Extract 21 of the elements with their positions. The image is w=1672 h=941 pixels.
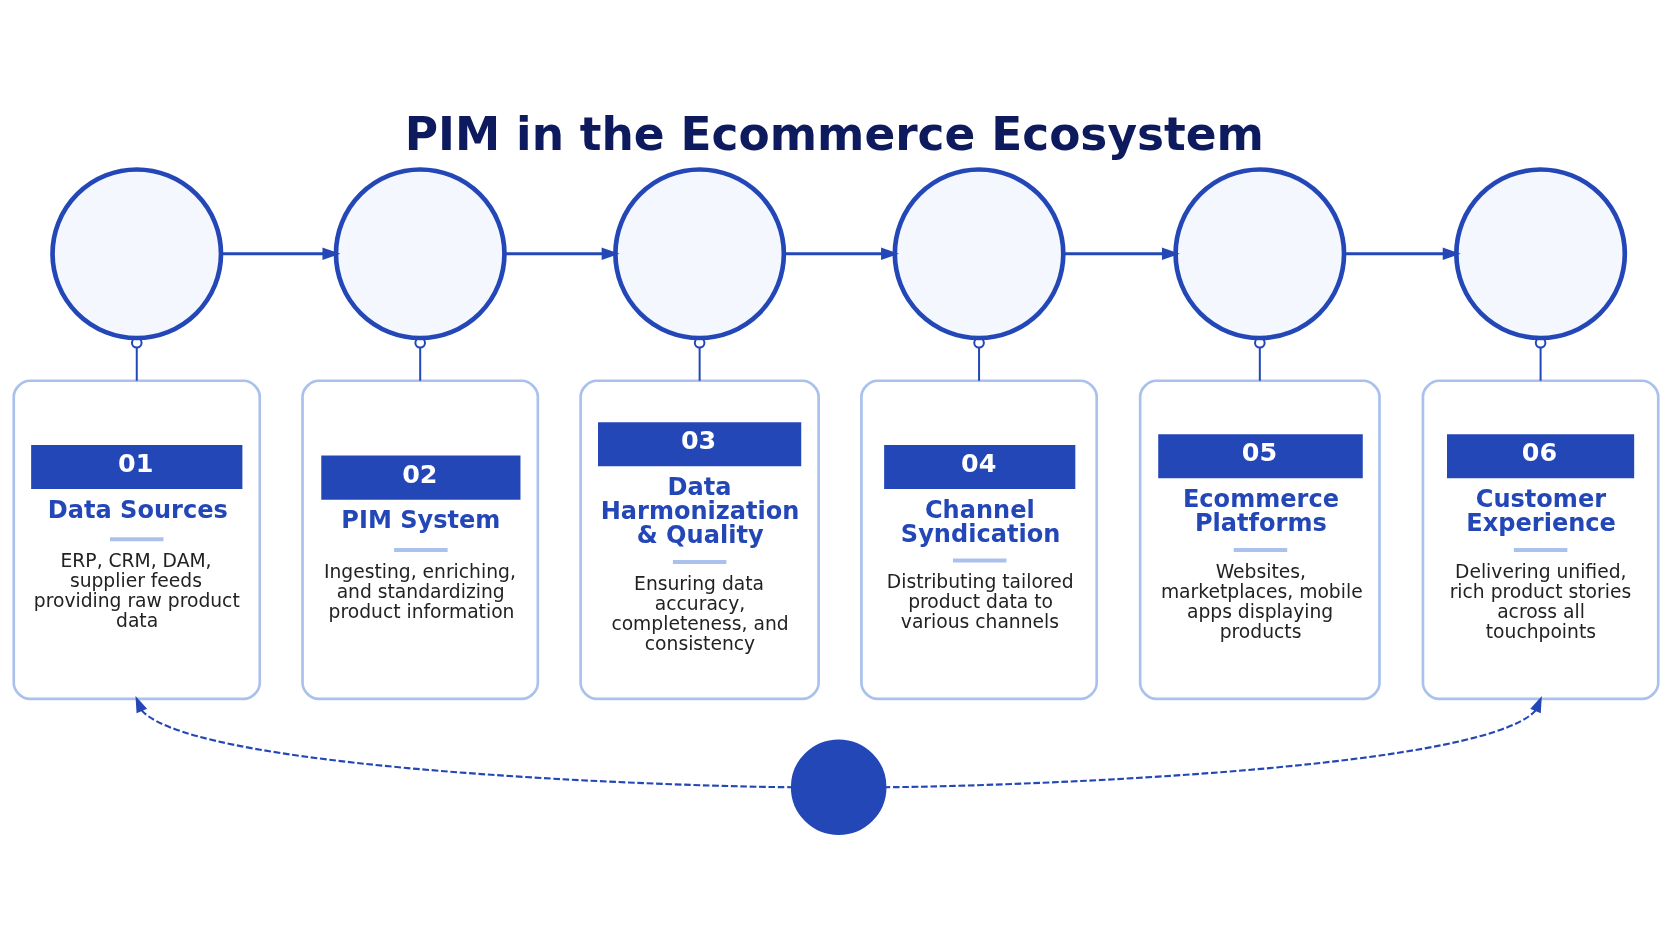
node-box: 03 Data Harmonization & Quality Ensuring data accuracy, completeness, and consistency xyxy=(579,378,820,700)
node-circle xyxy=(892,166,1066,340)
arrow xyxy=(504,246,620,260)
node-circle xyxy=(790,738,887,835)
node-circle xyxy=(1454,166,1628,340)
node-box: 05 Ecommerce Platforms Websites, marketplaces, mobile apps displaying products xyxy=(1138,378,1381,700)
diagram-title: PIM in the Ecommerce Ecosystem xyxy=(404,107,1264,161)
node-circle xyxy=(50,166,224,340)
arrow xyxy=(1344,246,1461,260)
node-box: 02 PIM System Ingesting, enriching, and standardizing product information xyxy=(301,378,540,700)
arrow xyxy=(885,695,1542,788)
node-circle xyxy=(333,166,507,340)
node-circle xyxy=(1173,166,1347,340)
node-box: 04 Channel Syndication Distributing tailored product data to various channels xyxy=(860,378,1099,700)
arrow xyxy=(221,246,341,260)
arrow xyxy=(135,695,792,788)
arrow xyxy=(1063,246,1180,260)
node-box: 01 Data Sources ERP, CRM, DAM, supplier feeds providing raw product data xyxy=(12,378,262,700)
node-box: 06 Customer Experience Delivering unified, rich product stories across all touchpoints xyxy=(1421,378,1660,700)
node-circle xyxy=(613,166,787,340)
arrow xyxy=(784,246,900,260)
